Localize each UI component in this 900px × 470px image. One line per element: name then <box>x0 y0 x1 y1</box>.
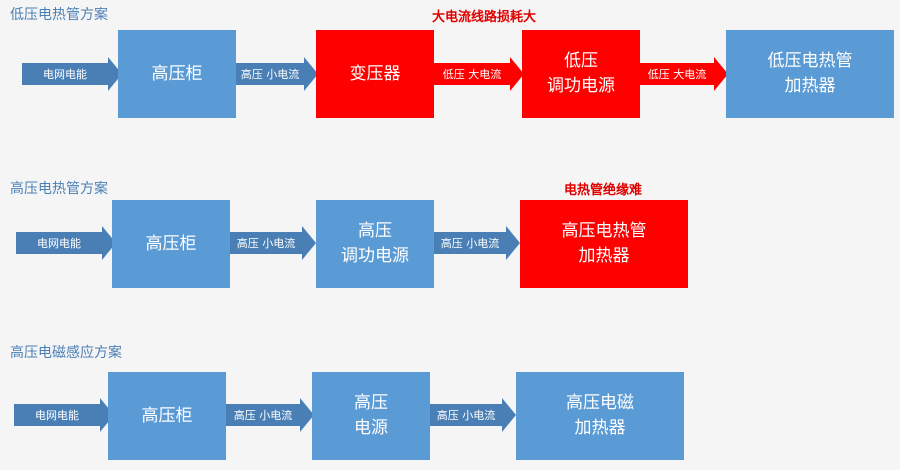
scheme-low-voltage-tube: 低压电热管方案 大电流线路损耗大 电网电能 高压柜 高压 小电流 变压器 低压 … <box>0 0 900 130</box>
high-voltage-cabinet: 高压柜 <box>112 200 230 288</box>
arrow-head-icon <box>714 57 728 91</box>
arrow-label: 高压 小电流 <box>230 232 302 254</box>
arrow-head-icon <box>300 398 314 432</box>
warning-note: 大电流线路损耗大 <box>431 10 537 25</box>
scheme-title: 高压电磁感应方案 <box>10 345 122 361</box>
high-voltage-cabinet: 高压柜 <box>108 372 226 460</box>
scheme-title: 高压电热管方案 <box>10 181 108 197</box>
arrow-label: 高压 小电流 <box>430 404 502 426</box>
high-voltage-cabinet: 高压柜 <box>118 30 236 118</box>
box-label: 高压柜 <box>151 63 203 84</box>
arrow-label: 电网电能 <box>22 63 108 85</box>
box-label: 变压器 <box>349 63 401 84</box>
box-label: 低压 调功电源 <box>547 51 615 96</box>
box-label: 低压电热管 加热器 <box>767 51 853 96</box>
low-voltage-tube-heater: 低压电热管 加热器 <box>726 30 894 118</box>
box-label: 高压电磁 加热器 <box>566 393 634 438</box>
arrow-label: 高压 小电流 <box>434 232 506 254</box>
high-voltage-induction-heater: 高压电磁 加热器 <box>516 372 684 460</box>
box-label: 高压柜 <box>141 405 193 426</box>
transformer: 变压器 <box>316 30 434 118</box>
arrow-head-icon <box>502 398 516 432</box>
arrow-head-icon <box>506 226 520 260</box>
arrow-label: 高压 小电流 <box>226 404 300 426</box>
arrow-head-icon <box>304 57 318 91</box>
arrow-label: 电网电能 <box>16 232 102 254</box>
box-label: 高压柜 <box>145 233 197 254</box>
scheme-title: 低压电热管方案 <box>10 7 108 23</box>
arrow-label: 低压 大电流 <box>434 63 510 85</box>
low-voltage-power-regulator: 低压 调功电源 <box>522 30 640 118</box>
scheme-high-voltage-tube: 高压电热管方案 电热管绝缘难 电网电能 高压柜 高压 小电流 高压 调功电源 高… <box>0 172 900 302</box>
arrow-label: 高压 小电流 <box>236 63 304 85</box>
arrow-label: 电网电能 <box>14 404 100 426</box>
box-label: 高压电热管 加热器 <box>561 221 647 266</box>
arrow-head-icon <box>302 226 316 260</box>
arrow-label: 低压 大电流 <box>640 63 714 85</box>
high-voltage-power-supply: 高压 电源 <box>312 372 430 460</box>
arrow-head-icon <box>510 57 524 91</box>
warning-note: 电热管绝缘难 <box>563 183 643 198</box>
high-voltage-tube-heater: 高压电热管 加热器 <box>520 200 688 288</box>
box-label: 高压 电源 <box>354 393 388 438</box>
high-voltage-power-regulator: 高压 调功电源 <box>316 200 434 288</box>
scheme-high-voltage-induction: 高压电磁感应方案 电网电能 高压柜 高压 小电流 高压 电源 高压 小电流 高压… <box>0 338 900 468</box>
box-label: 高压 调功电源 <box>341 221 409 266</box>
